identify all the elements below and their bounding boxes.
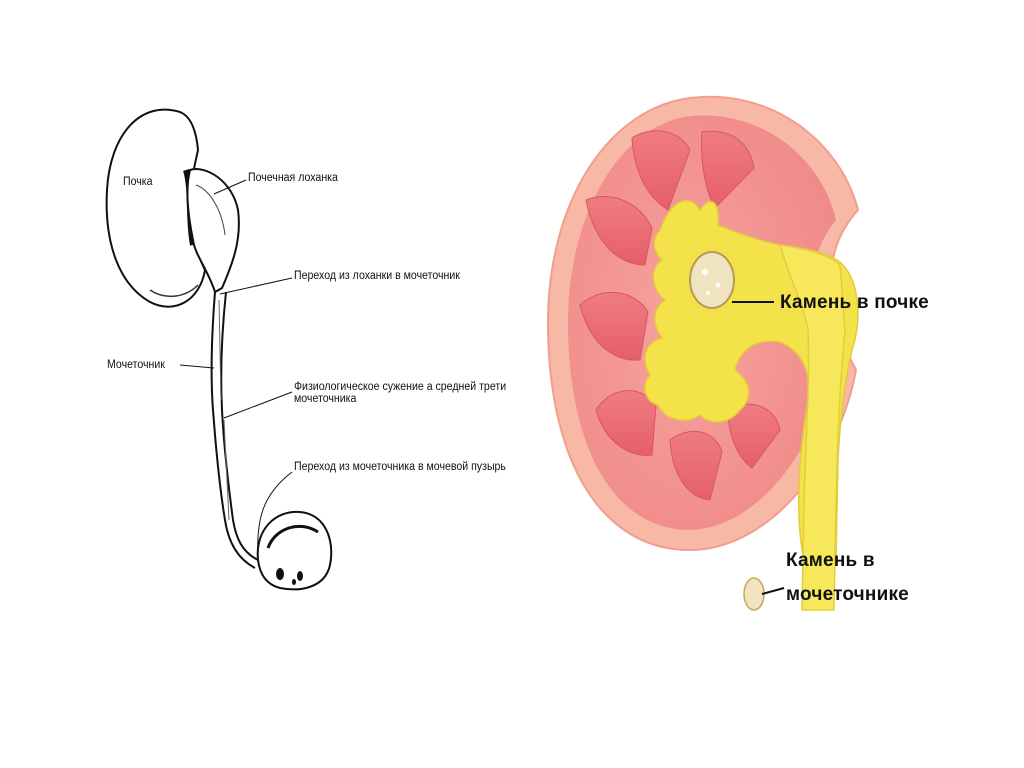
ureter-stone-label: Камень в мочеточнике [786, 544, 909, 612]
pelvis-to-ureter-label: Переход из лоханки в мочеточник [294, 270, 460, 282]
kidney-outline [105, 108, 207, 308]
ureter-label: Мочеточник [107, 359, 165, 371]
kidney-stone [689, 251, 735, 309]
renal-pyramid [579, 291, 649, 361]
ureter-stone [743, 577, 765, 611]
kidney-cross-section-drawing [546, 95, 860, 611]
renal-pyramid [595, 390, 657, 456]
renal-pyramid [669, 431, 723, 501]
bladder-leader-line [257, 471, 293, 561]
kidney-stone-illustration: Камень в почке Камень в мочеточнике [540, 80, 980, 640]
ureter-leader-line [179, 364, 215, 369]
urinary-tract-line-diagram: Почка Почечная лоханка Переход из лоханк… [105, 108, 506, 591]
kidney-stone-label: Камень в почке [780, 292, 929, 313]
renal-pyramid [585, 196, 653, 266]
renal-pyramid [631, 130, 691, 211]
renal-pyramid [727, 403, 781, 469]
pelvis-leader-line [213, 179, 247, 195]
ureter-stone-label-line2: мочеточнике [786, 584, 909, 605]
ureter-to-bladder-label: Переход из мочеточника в мочевой пузырь [294, 461, 506, 473]
narrowing-label-line2: мочеточника [294, 393, 357, 405]
ureter-stone-label-line1: Камень в [786, 550, 875, 571]
renal-pelvis-label: Почечная лоханка [248, 172, 338, 184]
bladder-outline [256, 510, 333, 591]
ureter-yellow [778, 244, 846, 611]
urinary-tract-drawing [105, 108, 333, 591]
physiological-narrowing-label: Физиологическое сужение а средней трети … [294, 381, 506, 405]
ureter-outline [210, 291, 256, 569]
narrowing-label-line1: Физиологическое сужение а средней трети [294, 381, 507, 393]
renal-pyramid [701, 130, 755, 209]
kidney-label: Почка [123, 176, 153, 188]
renal-pelvis-outline [186, 168, 240, 294]
pelvis-ureter-leader-line [219, 277, 293, 295]
narrowing-leader-line [223, 391, 293, 419]
ureter-stone-leader [761, 587, 785, 595]
